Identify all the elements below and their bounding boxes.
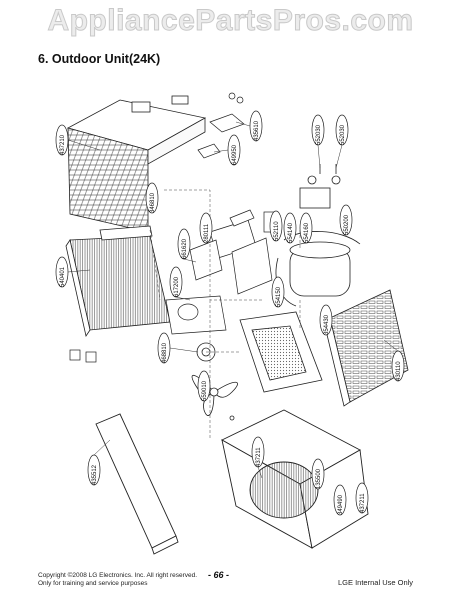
- watermark-text: AppliancePartsPros.com: [47, 4, 414, 38]
- callout-base-pan-a: 135500: [311, 458, 325, 490]
- motor-part: [196, 311, 323, 393]
- footer-internal-use: LGE Internal Use Only: [338, 578, 414, 587]
- section-title: 6. Outdoor Unit(24K): [38, 52, 161, 66]
- callout-left-frame: 346810: [145, 182, 159, 214]
- control-box-part: [189, 209, 277, 295]
- callout-label: 649950: [232, 144, 238, 165]
- callout-label: 552110: [274, 221, 280, 241]
- callout-bracket-a: 280111: [199, 212, 213, 244]
- callout-label: 550200: [344, 214, 350, 235]
- callout-accumulator: 550200: [339, 204, 353, 236]
- callout-label: 559010: [202, 380, 208, 401]
- callout-condenser: 540401: [55, 256, 69, 288]
- callout-reactor: 617200: [169, 266, 183, 298]
- footer-copyright: Copyright ©2008 LG Electronics. Inc. All…: [38, 572, 198, 579]
- callout-pipe-c: 554160: [299, 212, 313, 244]
- callout-label: 135500: [316, 468, 322, 489]
- callout-label: 430110: [396, 361, 402, 381]
- callout-front-grille: 437211: [251, 436, 265, 468]
- callout-capacitor: 661620: [177, 228, 191, 260]
- callout-label: 437211: [256, 447, 262, 467]
- callout-fan: 559010: [197, 370, 211, 402]
- left-frame-part: [69, 295, 227, 363]
- callout-label: 349490: [338, 494, 344, 515]
- callout-label: 554140: [288, 222, 294, 243]
- callout-label: 435512: [92, 464, 98, 485]
- callout-label: 437211: [360, 493, 366, 513]
- callout-side-panel: 435512: [87, 454, 101, 486]
- leader-lines: [67, 121, 399, 479]
- callout-right-cover-top: 435610: [249, 110, 263, 142]
- callout-motor: 468810: [157, 332, 171, 364]
- side-panel-part: [95, 413, 179, 555]
- callout-valve-1: 552030: [311, 114, 325, 146]
- condenser-part: [65, 225, 171, 338]
- front-grille-part: [221, 409, 369, 549]
- footer-training: Only for training and service purposes: [38, 580, 148, 587]
- callout-top-cover: 437210: [55, 124, 69, 156]
- callout-label: 354430: [324, 314, 330, 335]
- callout-valve-2: 552030: [335, 114, 349, 146]
- callout-control-box: 649950: [227, 134, 241, 166]
- callout-group: 437210 435610 649950 552030 552030 34681…: [55, 110, 405, 516]
- callout-rear-panel: 430110: [391, 350, 405, 382]
- callout-label: 554150: [276, 286, 282, 307]
- callout-pipe-a: 552110: [269, 210, 283, 242]
- top-cover-part: [66, 95, 207, 233]
- callout-label: 552030: [316, 124, 322, 145]
- callout-label: 435610: [254, 120, 260, 141]
- callout-label: 554160: [304, 222, 310, 243]
- compressor-part: [275, 164, 361, 307]
- callout-base-side: 437211: [355, 482, 369, 514]
- callout-label: 437210: [60, 134, 66, 155]
- callout-label: 280111: [204, 223, 210, 243]
- callout-label: 468810: [162, 342, 168, 363]
- callout-label: 540401: [60, 266, 66, 287]
- footer-copyright-block: Copyright ©2008 LG Electronics. Inc. All…: [38, 572, 197, 588]
- callout-label: 617200: [174, 276, 180, 297]
- callout-base-pan-b: 349490: [333, 484, 347, 516]
- callout-label: 552030: [340, 124, 346, 145]
- small-top-parts: [197, 92, 245, 159]
- callout-label: 661620: [182, 238, 188, 259]
- callout-label: 346810: [150, 192, 156, 213]
- callout-service-valve: 354430: [319, 304, 333, 336]
- page-number: - 66 -: [208, 570, 230, 580]
- rear-panel-part: [323, 289, 409, 407]
- callout-compressor: 554150: [271, 276, 285, 308]
- assembly-guide-lines: [149, 189, 301, 440]
- callout-pipe-b: 554140: [283, 212, 297, 244]
